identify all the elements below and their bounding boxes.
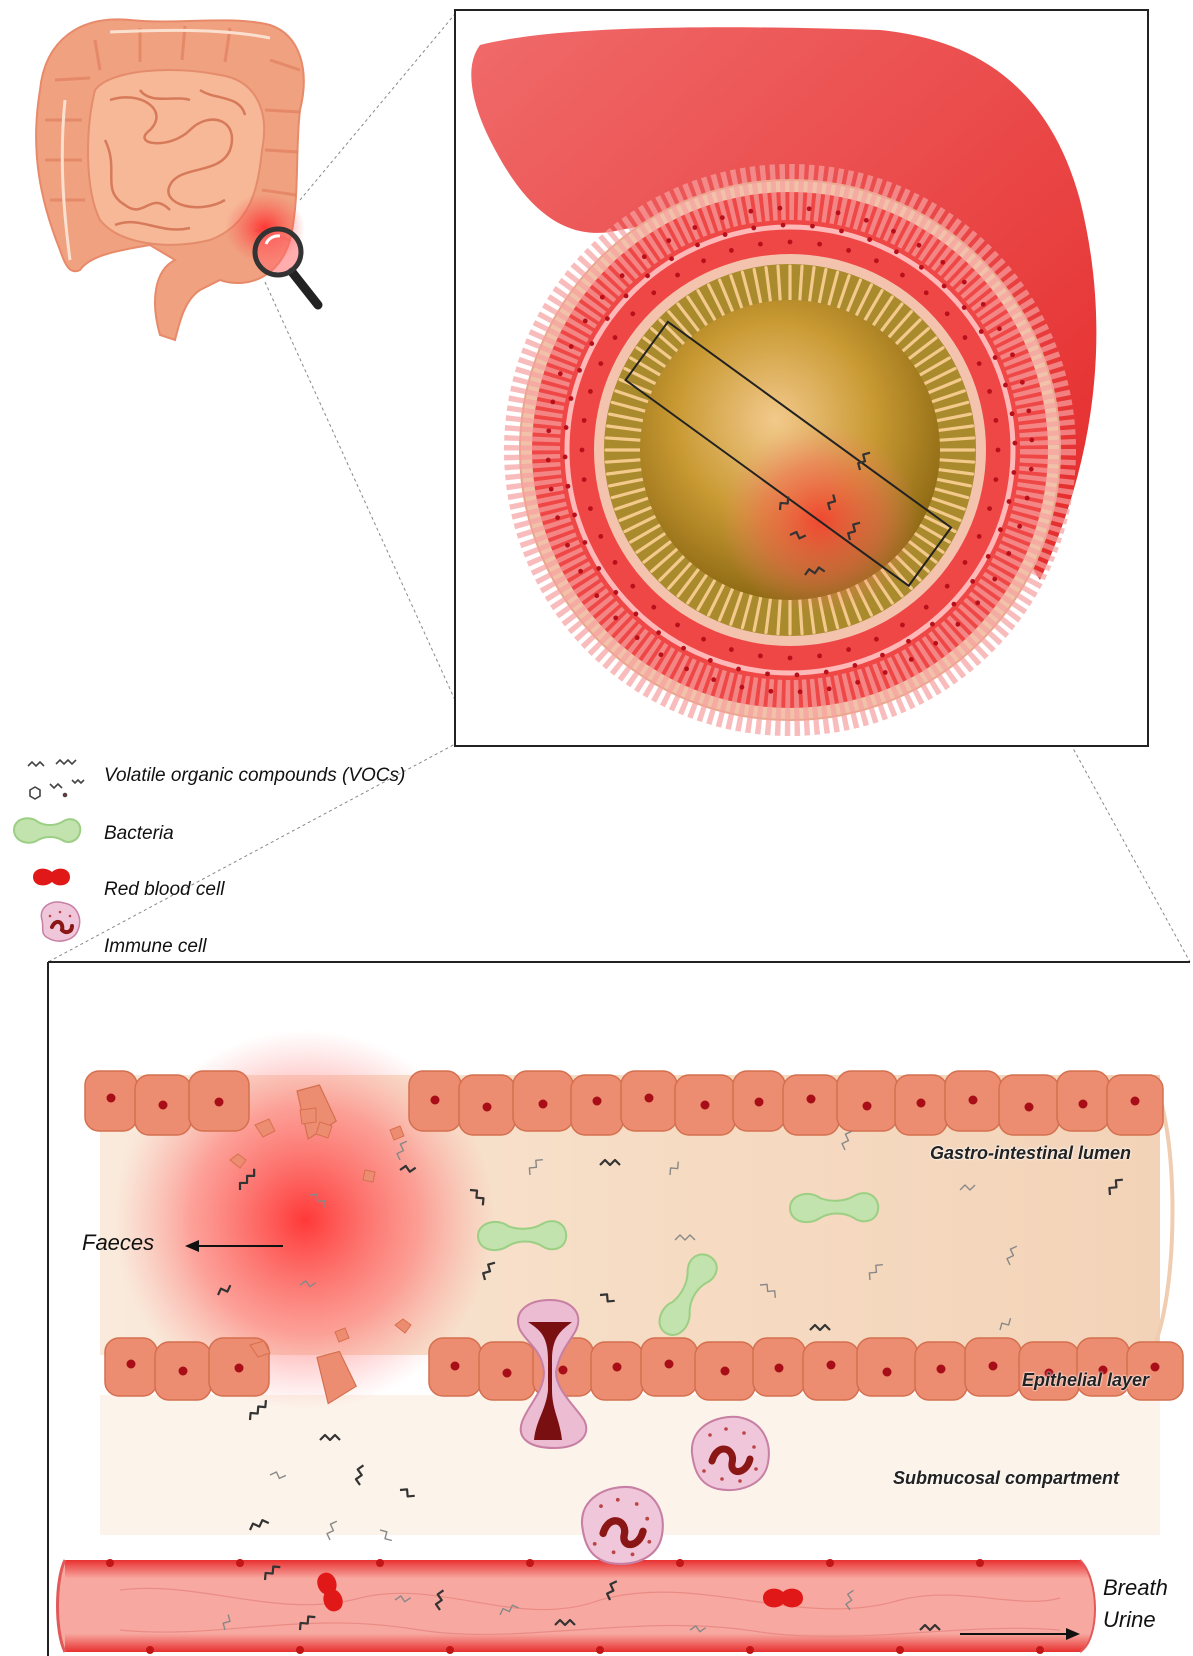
legend-red-blood-cell-icon xyxy=(33,869,70,886)
breath-label: Breath xyxy=(1103,1575,1168,1601)
cell-nucleus xyxy=(235,1364,244,1373)
blood-vessel xyxy=(58,1559,1096,1654)
cell-nucleus xyxy=(863,1102,872,1111)
villus xyxy=(606,460,640,462)
cell-nucleus xyxy=(503,1369,512,1378)
villus xyxy=(606,438,640,440)
cell-nucleus xyxy=(1079,1100,1088,1109)
cell-nucleus xyxy=(1151,1363,1160,1372)
epithelial-cell xyxy=(857,1338,917,1396)
cell-nucleus xyxy=(917,1099,926,1108)
faeces-label: Faeces xyxy=(82,1230,154,1256)
cell-nucleus xyxy=(775,1364,784,1373)
cell-nucleus xyxy=(215,1098,224,1107)
legend-bacteria-label: Bacteria xyxy=(104,823,174,845)
legend-vocs-label: Volatile organic compounds (VOCs) xyxy=(104,765,405,787)
cell-nucleus xyxy=(539,1100,548,1109)
intestine-icon xyxy=(36,19,305,340)
magnifier-icon xyxy=(255,229,318,305)
detail-panel xyxy=(48,962,1190,1656)
villus xyxy=(800,266,802,300)
cell-nucleus xyxy=(127,1360,136,1369)
legend-red-blood-cell-label: Red blood cell xyxy=(104,879,224,901)
cell-nucleus xyxy=(645,1094,654,1103)
cell-nucleus xyxy=(721,1367,730,1376)
legend-bacteria-icon xyxy=(14,818,80,842)
cell-nucleus xyxy=(701,1101,710,1110)
cell-nucleus xyxy=(755,1098,764,1107)
cell-nucleus xyxy=(937,1365,946,1374)
cell-nucleus xyxy=(613,1363,622,1372)
cell-nucleus xyxy=(989,1362,998,1371)
legend-vocs-icon xyxy=(28,760,84,799)
immune-cell xyxy=(582,1487,663,1564)
cell-nucleus xyxy=(159,1101,168,1110)
epithelial-cell xyxy=(783,1075,839,1135)
villus xyxy=(940,438,974,440)
cross-section-panel xyxy=(455,10,1148,746)
cell-nucleus xyxy=(883,1368,892,1377)
cell-nucleus xyxy=(1025,1103,1034,1112)
urine-label: Urine xyxy=(1103,1607,1156,1633)
legend-immune-cell-icon xyxy=(41,902,79,941)
cell-nucleus xyxy=(483,1103,492,1112)
cell-nucleus xyxy=(593,1097,602,1106)
cell-nucleus xyxy=(559,1366,568,1375)
cell-nucleus xyxy=(665,1360,674,1369)
villus xyxy=(940,460,974,462)
cell-nucleus xyxy=(107,1094,116,1103)
cell-nucleus xyxy=(179,1367,188,1376)
cell-nucleus xyxy=(807,1095,816,1104)
cell-nucleus xyxy=(969,1096,978,1105)
immune-cell xyxy=(692,1417,769,1490)
lumen-label: Gastro-intestinal lumen xyxy=(930,1143,1131,1164)
cell-nucleus xyxy=(431,1096,440,1105)
cell-nucleus xyxy=(827,1361,836,1370)
submucosal-label: Submucosal compartment xyxy=(893,1468,1119,1489)
villus xyxy=(778,266,780,300)
legend xyxy=(14,760,84,941)
epithelial-cell xyxy=(803,1342,859,1400)
cell-nucleus xyxy=(451,1362,460,1371)
legend-immune-cell-label: Immune cell xyxy=(104,936,206,958)
epithelial-cell xyxy=(837,1071,897,1131)
cell-nucleus xyxy=(1131,1097,1140,1106)
epithelial-layer-label: Epithelial layer xyxy=(1022,1370,1149,1391)
